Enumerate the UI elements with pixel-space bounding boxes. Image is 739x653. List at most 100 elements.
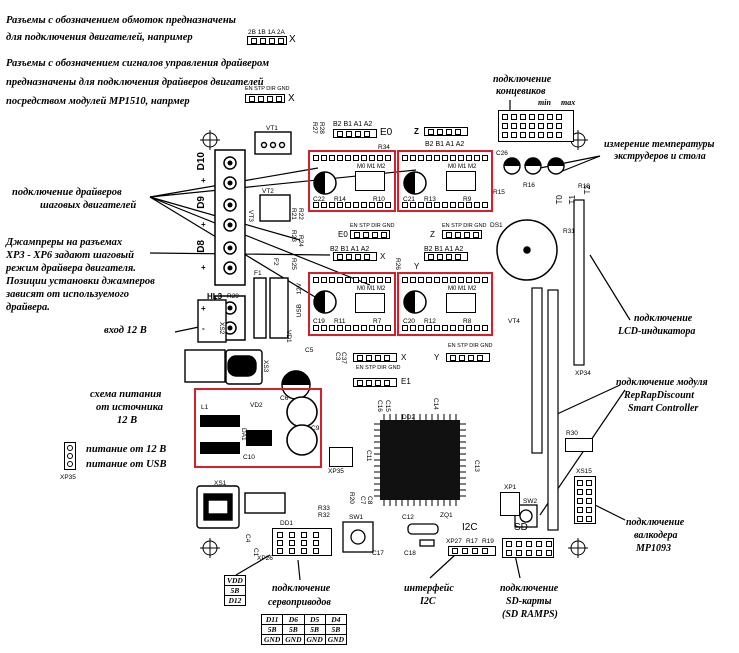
label-x-ctrl: X (401, 353, 407, 362)
connector-e0-top (333, 129, 377, 138)
label-d10: D10 (196, 152, 207, 171)
callout-jumpers-line4: Позиции установки джамперов (6, 276, 155, 287)
label-c16: C16 (376, 400, 383, 412)
label-usb-pwr: USB (296, 304, 303, 318)
callout-drivers-line1: подключение драйверов (12, 187, 122, 198)
legend-windings-x: X (289, 34, 296, 45)
label-c8: C8 (366, 496, 373, 505)
label-e0-mid: E0 (338, 230, 348, 239)
label-vt2: VT2 (262, 188, 274, 195)
label-r9: R9 (463, 196, 472, 203)
label-c6: C6 (280, 395, 289, 402)
label-sw1: SW1 (349, 514, 364, 521)
label-z-top: Z (414, 127, 419, 136)
label-c37: C37 (340, 352, 347, 364)
connector-xs15 (574, 476, 596, 524)
label-e0-top: E0 (380, 127, 393, 138)
label-mid-e0-pins: EN STP DIR GND (350, 223, 395, 229)
connector-i2c (448, 546, 496, 556)
label-y-ctrl: Y (434, 353, 440, 362)
power-section-box (194, 388, 322, 468)
label-vt1: VT1 (266, 125, 278, 132)
label-xp35-board: XP35 (328, 468, 344, 475)
label-c1: C1 (252, 548, 259, 557)
vdd-cell: VDD (224, 575, 246, 586)
label-r28: R28 (318, 122, 325, 134)
callout-smart-line2: RepRapDiscount (624, 390, 695, 401)
connector-x-ctrl (353, 353, 397, 362)
label-c19: C19 (313, 318, 325, 325)
callout-pwrusb: питание от USB (86, 459, 167, 470)
servo-cell: 5В (260, 624, 284, 635)
servo-cell: D6 (282, 614, 305, 625)
servo-cell: D4 (324, 614, 348, 625)
label-z-mid: Z (430, 230, 435, 239)
label-r15: R15 (493, 189, 505, 196)
label-c10: C10 (243, 454, 255, 461)
callout-power-line2: от источника (96, 402, 164, 413)
label-xp35-side: XP35 (60, 474, 76, 481)
driver3-pins-bottom (313, 325, 391, 331)
legend-driver-line2: предназначены для подключения драйверов … (6, 77, 264, 88)
label-c11: C11 (365, 450, 372, 462)
label-r17: R17 (466, 538, 478, 545)
label-c3: C3 (334, 352, 341, 361)
driver4-pins-top (402, 277, 488, 283)
label-minus: - (202, 324, 205, 333)
servo-cell: D11 (260, 614, 284, 625)
label-c13: C13 (473, 460, 480, 472)
callout-sd-line1: подключение (500, 583, 559, 594)
servo-cell: 5В (282, 624, 305, 635)
label-xp26: XP26 (257, 555, 273, 562)
label-c7: C7 (359, 496, 366, 505)
label-c15: C15 (384, 400, 391, 412)
label-vt4: VT4 (508, 318, 520, 325)
driver4-mode-label: M0 M1 M2 (448, 286, 477, 292)
label-x-ctrl-pins: EN STP DIR GND (356, 365, 401, 371)
label-t0: T0 (555, 195, 564, 205)
label-r19: R19 (482, 538, 494, 545)
label-r7: R7 (373, 318, 382, 325)
connector-y-ctrl (446, 353, 490, 362)
callout-jumpers-line5: зависят от используемого (6, 289, 129, 300)
connector-z-mid (442, 230, 482, 239)
callout-servo-line1: подключение (272, 583, 331, 594)
driver1-mode-jumpers (355, 171, 385, 191)
callout-lcd-line1: подключение (634, 313, 693, 324)
label-mid-y-pins: B2 B1 A1 A2 (424, 246, 464, 253)
driver-slot-1 (308, 150, 396, 212)
label-c4: C4 (244, 534, 251, 543)
label-d8: D8 (196, 240, 207, 253)
label-vd2: VD2 (250, 402, 263, 409)
label-r25: R25 (290, 258, 297, 270)
callout-servo-line2: сервоприводов (268, 597, 331, 608)
connector-z-top (424, 127, 468, 136)
label-plus-4: + (201, 304, 206, 313)
connector-xp1 (500, 492, 520, 516)
label-c22: C22 (313, 196, 325, 203)
label-r33: R33 (318, 505, 330, 512)
label-ds1: DS1 (490, 222, 503, 229)
label-r20: R20 (348, 492, 355, 504)
servo-cell: GND (282, 634, 305, 645)
label-sw2: SW2 (523, 498, 538, 505)
servo-cell: 5В (303, 624, 326, 635)
driver3-mode-jumpers (355, 293, 385, 313)
callout-power-line3: 12 В (117, 415, 138, 426)
driver3-mode-label: M0 M1 M2 (357, 286, 386, 292)
callout-endstops-line1: подключение (493, 74, 552, 85)
label-t1: T1 (568, 195, 577, 205)
callout-jumpers-line2: XP3 - XP6 задают шаговый (6, 250, 134, 261)
label-r12: R12 (424, 318, 436, 325)
legend-windings-line1: Разъемы с обозначением обмоток предназна… (6, 15, 236, 26)
label-r23: R23 (290, 230, 297, 242)
label-r32: R32 (318, 512, 330, 519)
label-r16: R16 (523, 182, 535, 189)
label-xs15: XS15 (576, 468, 592, 475)
label-dd1: DD1 (280, 520, 294, 527)
label-xs3: XS3 (262, 360, 269, 373)
legend-driver-pins: EN STP DIR GND (245, 86, 290, 92)
legend-driver-line3: посредством модулей MP1510, напрмер (6, 96, 190, 107)
label-x-winding: X (380, 252, 386, 261)
